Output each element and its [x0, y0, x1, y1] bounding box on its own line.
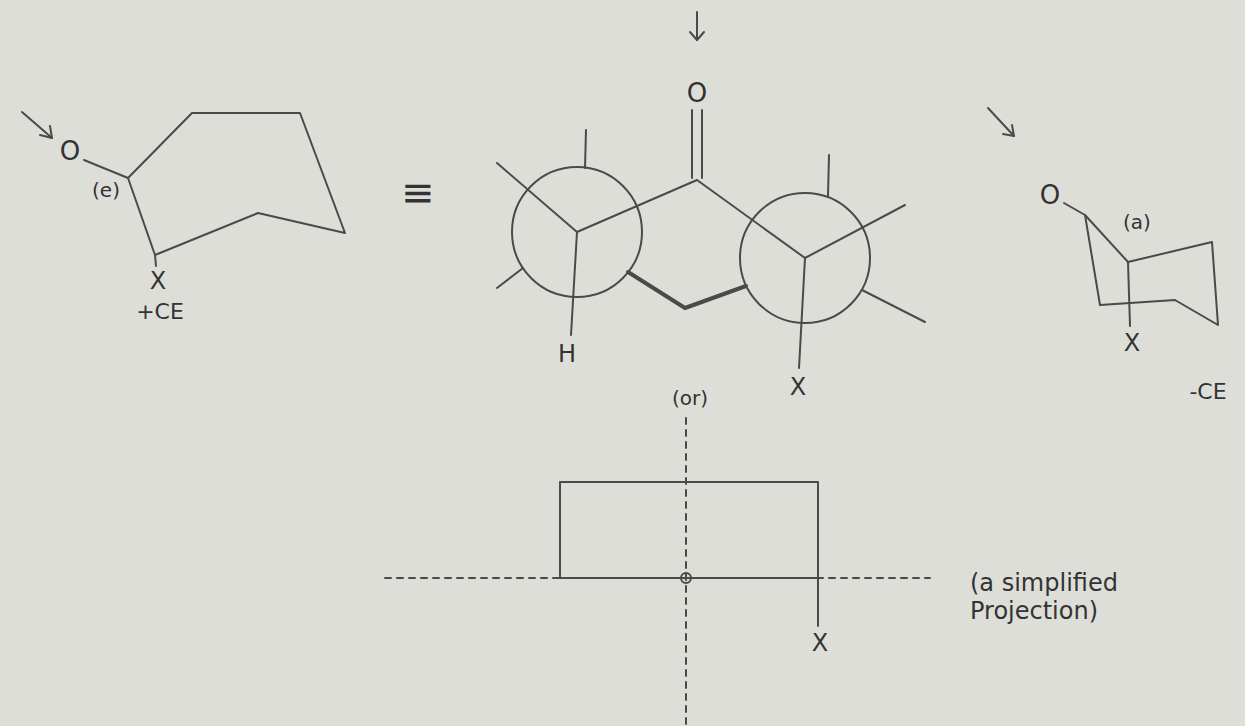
substituent-label: X — [812, 630, 828, 658]
cotton-effect-sign: +CE — [136, 299, 184, 324]
substituent-label: X — [1124, 330, 1140, 358]
substituent-label: X — [150, 268, 166, 296]
arrow-head — [1003, 125, 1014, 136]
carbonyl-bond — [701, 110, 703, 178]
equivalence-sign: ≡ — [401, 169, 435, 215]
front-bond — [799, 258, 805, 368]
carbonyl-bond — [1064, 203, 1085, 215]
connector-word: (or) — [672, 387, 708, 410]
axis-line — [685, 418, 687, 724]
projection-rect — [560, 482, 818, 578]
chair-ring — [1085, 215, 1218, 325]
front-bond — [571, 232, 577, 335]
back-bond — [497, 268, 523, 288]
view-arrow — [696, 12, 698, 40]
substituent-label: X — [790, 374, 806, 402]
view-arrow — [988, 108, 1014, 136]
arrow-head — [690, 32, 704, 40]
back-bond — [828, 155, 829, 196]
carbonyl-bond — [84, 160, 128, 178]
note: (a simplified Projection) — [970, 570, 1200, 625]
substituent-bond — [155, 255, 156, 266]
arrow-head — [40, 126, 52, 138]
ring-bond — [577, 180, 697, 232]
cotton-effect-sign: -CE — [1189, 379, 1226, 404]
position-label: (a) — [1123, 211, 1151, 234]
position-label: (e) — [92, 179, 120, 202]
chair-ring — [128, 113, 345, 255]
view-arrow — [22, 112, 52, 138]
front-bond — [805, 205, 905, 258]
atom-label: O — [687, 79, 707, 109]
atom-label: O — [60, 137, 80, 167]
ring-bond — [697, 180, 805, 258]
atom-label: O — [1040, 181, 1060, 211]
atom-label: H — [558, 341, 576, 369]
carbonyl-dot — [681, 573, 691, 583]
front-bond — [497, 163, 577, 232]
ring-back-bond — [628, 272, 746, 308]
back-bond — [862, 290, 925, 322]
substituent-bond — [817, 578, 819, 626]
back-bond — [585, 130, 586, 168]
substituent-bond — [1128, 262, 1130, 326]
carbonyl-bond — [691, 110, 693, 178]
